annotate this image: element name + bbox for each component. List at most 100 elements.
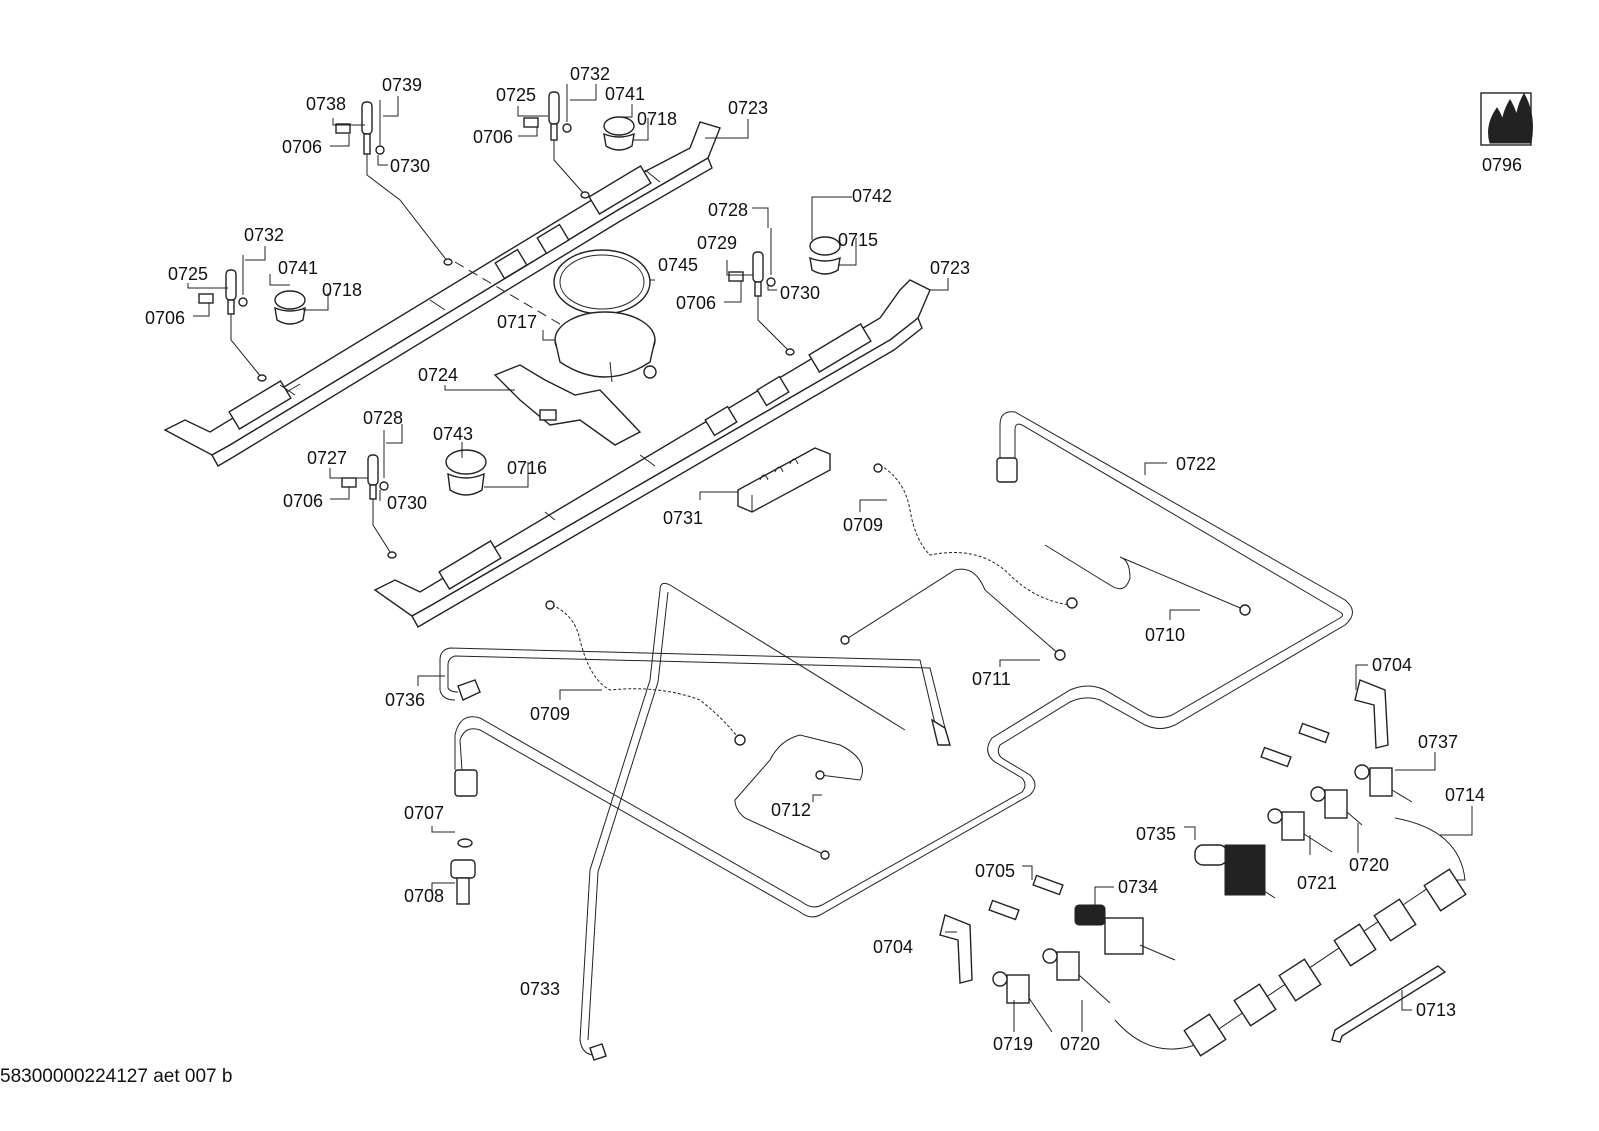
burner-cup-0716[interactable] <box>445 449 487 496</box>
part-label[interactable]: 0711 <box>972 669 1011 689</box>
gas-tube-0711[interactable] <box>840 568 1066 661</box>
part-label[interactable]: 0712 <box>771 800 811 820</box>
wok-burner-base-0717[interactable] <box>554 311 657 383</box>
part-label[interactable]: 0707 <box>404 803 444 823</box>
part-label[interactable]: 0725 <box>168 264 208 284</box>
part-label[interactable]: 0718 <box>322 280 362 300</box>
trim-strip-0713[interactable] <box>1331 965 1447 1043</box>
part-label[interactable]: 0705 <box>975 861 1015 881</box>
part-label[interactable]: 0725 <box>496 85 536 105</box>
part-label[interactable]: 0731 <box>663 508 703 528</box>
valve-bracket-0704-left[interactable] <box>939 914 973 984</box>
washer-0707[interactable] <box>457 838 473 848</box>
part-label[interactable]: 0730 <box>390 156 430 176</box>
burner-rail-upper[interactable] <box>163 121 721 467</box>
part-labels: 0738 0739 0706 0730 0725 0732 0706 0741 … <box>145 64 1485 1054</box>
part-label[interactable]: 0735 <box>1136 824 1176 844</box>
part-label[interactable]: 0729 <box>697 233 737 253</box>
part-label[interactable]: 0709 <box>530 704 570 724</box>
part-label[interactable]: 0741 <box>278 258 318 278</box>
part-label[interactable]: 0743 <box>433 424 473 444</box>
burner-ring-0745[interactable] <box>553 249 651 315</box>
gas-valve-0719[interactable] <box>992 971 1053 1033</box>
clip-0705-b[interactable] <box>1260 746 1292 768</box>
part-label[interactable]: 0709 <box>843 515 883 535</box>
gas-manifold-0722[interactable] <box>454 411 1353 918</box>
gas-valve-0721[interactable] <box>1267 808 1333 853</box>
flex-tube-0709-lower[interactable] <box>545 600 746 746</box>
flex-tube-0709-upper[interactable] <box>873 463 1078 609</box>
part-label[interactable]: 0736 <box>385 690 425 710</box>
bracket-0724[interactable] <box>493 364 642 446</box>
part-label[interactable]: 0708 <box>404 886 444 906</box>
part-label[interactable]: 0704 <box>1372 655 1412 675</box>
part-label[interactable]: 0732 <box>244 225 284 245</box>
part-label[interactable]: 0739 <box>382 75 422 95</box>
part-label[interactable]: 0728 <box>363 408 403 428</box>
fitting-0708[interactable] <box>450 859 476 905</box>
part-label[interactable]: 0706 <box>473 127 513 147</box>
gas-valve-0720-upper[interactable] <box>1310 786 1363 826</box>
part-label[interactable]: 0706 <box>283 491 323 511</box>
part-label[interactable]: 0734 <box>1118 877 1158 897</box>
part-label[interactable]: 0745 <box>658 255 698 275</box>
clip-0705-c[interactable] <box>1032 874 1064 896</box>
assembly-guide-line <box>454 261 571 331</box>
gas-valve-0735[interactable] <box>1194 844 1276 899</box>
part-label[interactable]: 0720 <box>1060 1034 1100 1054</box>
part-label[interactable]: 0718 <box>637 109 677 129</box>
gas-pipe-0736[interactable] <box>439 647 951 746</box>
part-label[interactable]: 0738 <box>306 94 346 114</box>
part-label[interactable]: 0710 <box>1145 625 1185 645</box>
part-label[interactable]: 0715 <box>838 230 878 250</box>
gas-tube-0712[interactable] <box>734 734 863 860</box>
igniter-set-3[interactable] <box>198 255 267 382</box>
gas-valve-0734[interactable] <box>1074 904 1176 961</box>
part-label[interactable]: 0732 <box>570 64 610 84</box>
burner-cup-0718-top[interactable] <box>603 116 635 151</box>
clip-0705-a[interactable] <box>1298 722 1330 744</box>
burner-cup-0718-left[interactable] <box>274 290 306 325</box>
part-label[interactable]: 0733 <box>520 979 560 999</box>
part-label[interactable]: 0704 <box>873 937 913 957</box>
gas-tube-0710[interactable] <box>1044 544 1251 616</box>
part-label[interactable]: 0724 <box>418 365 458 385</box>
part-label[interactable]: 0714 <box>1445 785 1485 805</box>
part-label[interactable]: 0730 <box>387 493 427 513</box>
part-label[interactable]: 0722 <box>1176 454 1216 474</box>
gas-flames-icon <box>1480 92 1533 146</box>
part-label[interactable]: 0717 <box>497 312 537 332</box>
part-label[interactable]: 0720 <box>1349 855 1389 875</box>
part-label[interactable]: 0727 <box>307 448 347 468</box>
part-label[interactable]: 0716 <box>507 458 547 478</box>
part-label[interactable]: 0706 <box>676 293 716 313</box>
gas-valve-0720-lower[interactable] <box>1042 948 1111 1004</box>
clip-0705-d[interactable] <box>988 899 1020 921</box>
igniter-set-5[interactable] <box>341 430 397 559</box>
leader-lines <box>187 84 1473 1032</box>
gas-pipe-0733[interactable] <box>579 582 906 1061</box>
part-label[interactable]: 0706 <box>282 137 322 157</box>
part-label[interactable]: 0721 <box>1297 873 1337 893</box>
part-label[interactable]: 0719 <box>993 1034 1033 1054</box>
spark-generator-0731[interactable] <box>737 447 831 513</box>
burner-cup-0715[interactable] <box>809 236 841 275</box>
part-label[interactable]: 0741 <box>605 84 645 104</box>
part-label[interactable]: 0742 <box>852 186 892 206</box>
burner-rail-lower[interactable] <box>373 279 931 628</box>
part-label[interactable]: 0728 <box>708 200 748 220</box>
part-label[interactable]: 0730 <box>780 283 820 303</box>
part-label[interactable]: 0723 <box>728 98 768 118</box>
part-label[interactable]: 0706 <box>145 308 185 328</box>
part-label[interactable]: 0737 <box>1418 732 1458 752</box>
part-label[interactable]: 0713 <box>1416 1000 1456 1020</box>
igniter-set-4[interactable] <box>728 228 795 356</box>
gas-valve-0737[interactable] <box>1354 764 1413 803</box>
igniter-set-1[interactable] <box>335 100 453 266</box>
ignition-harness-0714[interactable] <box>1114 817 1467 1057</box>
part-label[interactable]: 0723 <box>930 258 970 278</box>
igniter-set-2[interactable] <box>523 84 590 199</box>
document-id: 58300000224127 aet 007 b <box>0 1066 233 1087</box>
valve-bracket-0704-right[interactable] <box>1354 679 1389 749</box>
